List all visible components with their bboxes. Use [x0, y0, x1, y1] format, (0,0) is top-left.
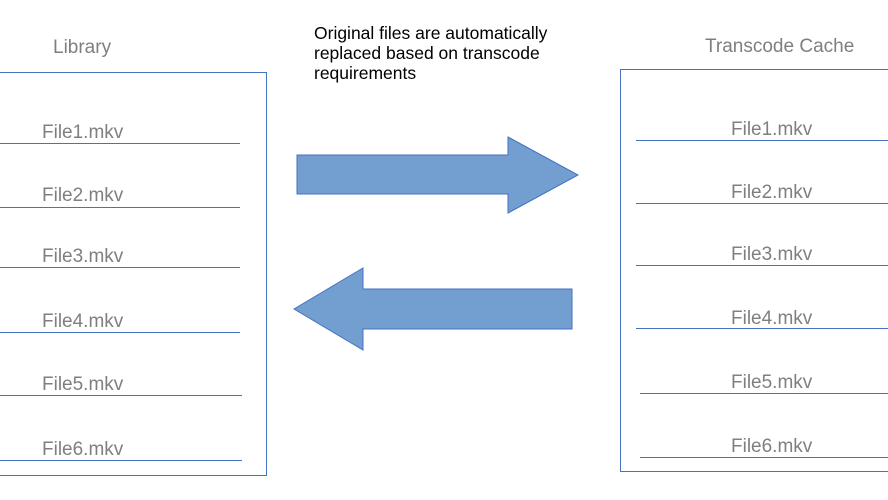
library-file-4: File4.mkv	[42, 311, 124, 332]
cache-file-4: File4.mkv	[731, 308, 813, 329]
cache-file-2: File2.mkv	[731, 182, 813, 203]
cache-file-1-underline	[636, 140, 888, 141]
caption-text: Original files are automatically replace…	[314, 23, 548, 83]
library-file-6-underline	[0, 460, 242, 461]
transcode-cache-panel	[620, 69, 888, 472]
cache-file-6: File6.mkv	[731, 436, 813, 457]
cache-file-2-underline	[636, 203, 888, 204]
library-panel	[0, 72, 267, 476]
cache-file-3-underline	[636, 265, 888, 266]
cache-file-3: File3.mkv	[731, 244, 813, 265]
library-file-1: File1.mkv	[42, 122, 124, 143]
library-file-3-underline	[0, 267, 240, 268]
library-file-5: File5.mkv	[42, 374, 124, 395]
library-title: Library	[53, 37, 112, 58]
cache-file-4-underline	[636, 328, 888, 329]
library-file-3: File3.mkv	[42, 246, 124, 267]
library-file-4-underline	[0, 332, 240, 333]
library-file-2-underline	[0, 207, 240, 208]
library-file-2: File2.mkv	[42, 185, 124, 206]
library-file-6: File6.mkv	[42, 439, 124, 460]
transcode-cache-title: Transcode Cache	[705, 36, 855, 57]
right-arrow	[296, 136, 580, 214]
cache-file-6-underline	[640, 457, 888, 458]
library-file-1-underline	[0, 143, 240, 144]
cache-file-5-underline	[640, 393, 888, 394]
cache-file-5: File5.mkv	[731, 372, 813, 393]
library-file-5-underline	[0, 395, 242, 396]
cache-file-1: File1.mkv	[731, 119, 813, 140]
left-arrow	[293, 267, 573, 351]
